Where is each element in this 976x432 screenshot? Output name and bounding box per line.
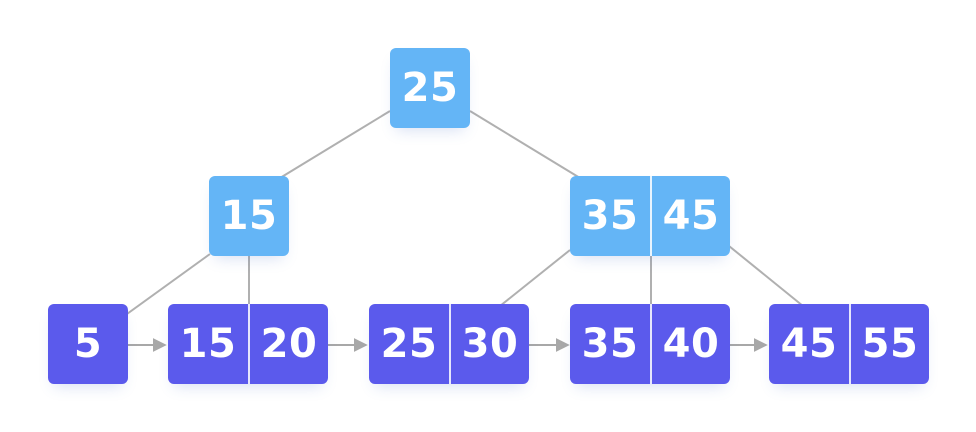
link-node-35-45-to-leaf-25-30 — [499, 249, 571, 307]
root-node: 25 — [390, 48, 470, 128]
link-root-to-node-15 — [279, 110, 391, 179]
leaf-key: 55 — [849, 304, 929, 384]
leaf-key: 40 — [650, 304, 730, 384]
internal-key: 35 — [581, 193, 639, 239]
internal-key: 15 — [220, 193, 278, 239]
leaf-key: 30 — [449, 304, 529, 384]
leaf-key: 20 — [248, 304, 328, 384]
leaf-key: 45 — [780, 321, 838, 367]
leaf-key: 5 — [73, 321, 103, 367]
leaf-key: 35 — [581, 321, 639, 367]
link-root-to-node-35-45 — [469, 110, 581, 179]
leaf-key: 15 — [179, 321, 237, 367]
root-key: 25 — [401, 65, 459, 111]
leaf-node-25-30: 25 30 — [369, 304, 529, 384]
leaf-node-5: 5 — [48, 304, 128, 384]
link-node-35-45-to-leaf-45-55 — [728, 245, 804, 307]
internal-node-15: 15 — [209, 176, 289, 256]
internal-key: 45 — [650, 176, 730, 256]
link-node-15-to-leaf-5 — [126, 253, 211, 315]
leaf-node-45-55: 45 55 — [769, 304, 929, 384]
leaf-key: 25 — [380, 321, 438, 367]
leaf-node-15-20: 15 20 — [168, 304, 328, 384]
leaf-node-35-40: 35 40 — [570, 304, 730, 384]
internal-node-35-45: 35 45 — [570, 176, 730, 256]
